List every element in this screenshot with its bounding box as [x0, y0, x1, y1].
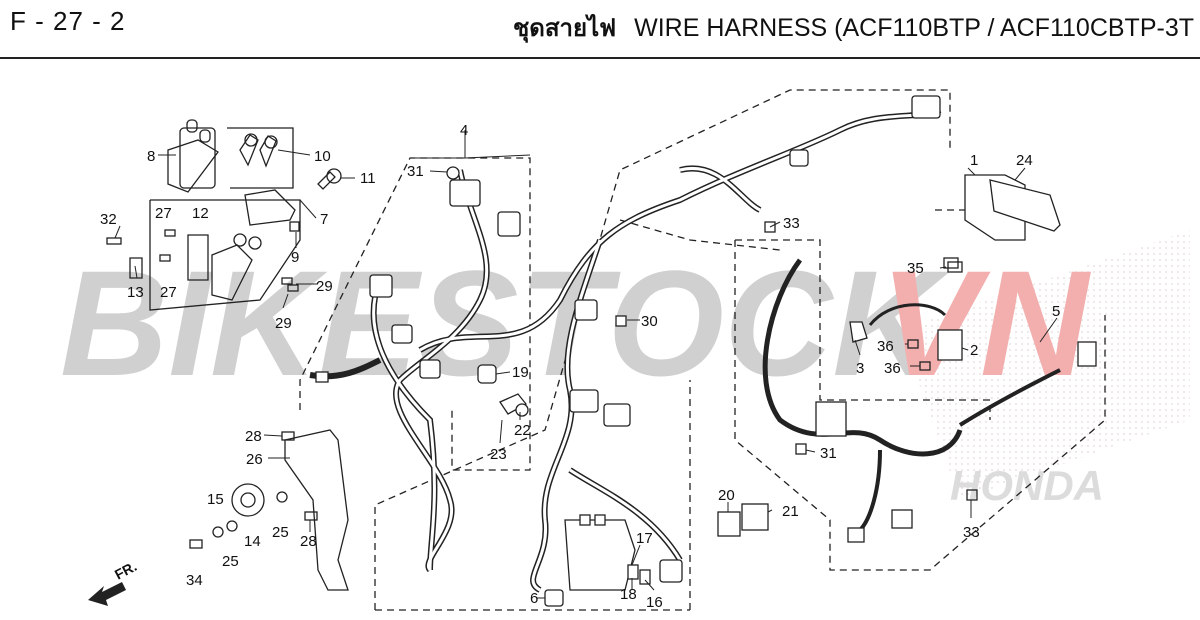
callout-32: 32 — [100, 211, 117, 228]
callout-15: 15 — [207, 491, 224, 508]
right-harness — [762, 174, 1097, 543]
callout-26: 26 — [246, 451, 263, 468]
callout-7: 7 — [320, 211, 328, 228]
callout-11: 11 — [360, 170, 376, 187]
callout-13: 13 — [127, 284, 144, 301]
page-header: F - 27 - 2 ชุดสายไฟ WIRE HARNESS (ACF110B… — [0, 0, 1200, 56]
page-code: F - 27 - 2 — [10, 6, 126, 36]
callout-10: 10 — [314, 148, 331, 165]
callout-3: 3 — [856, 360, 864, 377]
fuse-box-part — [564, 519, 636, 591]
callout-24: 24 — [1016, 152, 1033, 169]
seat-lock-part — [244, 189, 296, 226]
callout-34: 34 — [186, 572, 203, 589]
brand-mark: HONDA — [950, 462, 1104, 509]
page-title: ชุดสายไฟ WIRE HARNESS (ACF110BTP / ACF110… — [513, 8, 1194, 47]
horn-group — [189, 429, 349, 591]
callout-5: 5 — [1052, 303, 1060, 320]
callout-8: 8 — [147, 148, 155, 165]
callout-22: 22 — [514, 422, 531, 439]
callout-20: 20 — [718, 487, 735, 504]
callout-16: 16 — [646, 594, 663, 611]
callout-2: 2 — [970, 342, 978, 359]
horn-bracket-part — [284, 429, 349, 591]
callout-36b: 36 — [884, 360, 901, 377]
callout-12: 12 — [192, 205, 209, 222]
watermark-text-a: BIKESTOCK — [60, 239, 950, 407]
callout-33a: 33 — [783, 215, 800, 232]
front-label: FR. — [112, 558, 139, 583]
callout-14: 14 — [244, 533, 261, 550]
watermark-text-b: VN — [880, 239, 1091, 407]
bracket-part — [989, 179, 1061, 232]
callout-21: 21 — [782, 503, 799, 520]
callout-18: 18 — [620, 586, 637, 603]
front-direction-arrow — [88, 582, 126, 606]
callout-33b: 33 — [963, 524, 980, 541]
title-thai: ชุดสายไฟ — [513, 14, 617, 42]
callout-6: 6 — [530, 590, 538, 607]
callout-31b: 31 — [820, 445, 837, 462]
callout-25b: 25 — [222, 553, 239, 570]
callout-30: 30 — [641, 313, 658, 330]
callout-19: 19 — [512, 364, 529, 381]
callout-29a: 29 — [316, 278, 333, 295]
callout-23: 23 — [490, 446, 507, 463]
callout-numbers: 8 10 11 7 9 29 29 32 27 12 27 13 4 31 19… — [100, 122, 1060, 611]
callout-17: 17 — [636, 530, 653, 547]
ignition-coil-part — [937, 329, 963, 361]
callout-35: 35 — [907, 260, 924, 277]
callout-4: 4 — [460, 122, 468, 139]
leader-lines — [114, 130, 1058, 599]
callout-29b: 29 — [275, 315, 292, 332]
small-parts — [446, 166, 769, 607]
horn-part — [231, 483, 265, 517]
lock-set-group — [106, 119, 342, 311]
callout-28b: 28 — [300, 533, 317, 550]
callout-27b: 27 — [160, 284, 177, 301]
callout-27a: 27 — [155, 205, 172, 222]
callout-36a: 36 — [877, 338, 894, 355]
callout-9: 9 — [291, 249, 299, 266]
callout-28a: 28 — [245, 428, 262, 445]
connectors — [315, 95, 941, 591]
callout-1: 1 — [970, 152, 978, 169]
callout-25a: 25 — [272, 524, 289, 541]
watermark: BIKESTOCK VN HONDA — [60, 230, 1190, 509]
title-english: WIRE HARNESS (ACF110BTP / ACF110CBTP-3T — [634, 14, 1194, 42]
callout-31a: 31 — [407, 163, 424, 180]
header-divider — [0, 57, 1200, 59]
